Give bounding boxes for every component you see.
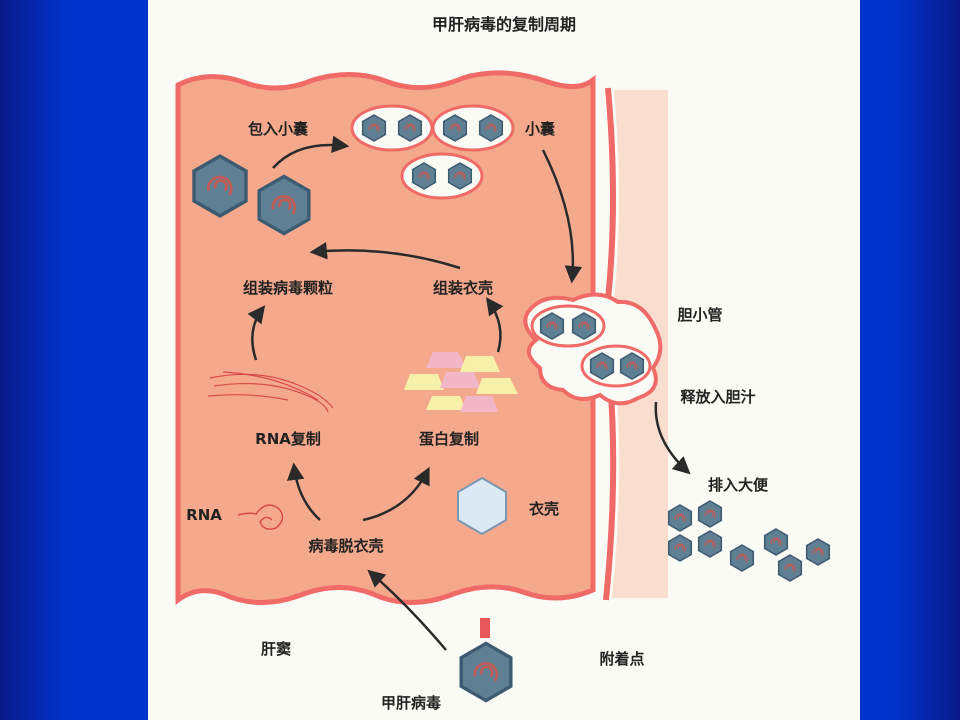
label-protein-replication: 蛋白复制: [419, 430, 479, 448]
virus-particle: [478, 114, 504, 142]
rna-coil-icon: [237, 504, 284, 530]
label-capsid: 衣壳: [529, 500, 559, 518]
capsid-hexagon: [457, 476, 507, 536]
label-assemble-capsid: 组装衣壳: [433, 279, 493, 297]
cycle-arrows: [247, 135, 691, 651]
hepatocyte-cell: [175, 70, 596, 606]
capsid-proteins: [404, 352, 518, 412]
arrow-capsid-to-particles: [309, 241, 461, 270]
virus-particle: [539, 312, 565, 340]
label-sinusoid: 肝窦: [261, 640, 291, 658]
arrow-entry-to-uncoat: [367, 569, 447, 651]
rna-strands: [207, 371, 334, 413]
label-bile-canaliculus: 胆小管: [677, 306, 722, 324]
assembled-virus-large-2: [257, 174, 311, 236]
arrow-rna-to-particles: [247, 305, 266, 361]
arrow-proteins-to-capsid: [485, 297, 504, 353]
virus-particle: [411, 162, 437, 190]
label-release-to-bile: 释放入胆汁: [680, 388, 755, 406]
label-excrete-feces: 排入大便: [708, 476, 769, 494]
hav-replication-diagram: 甲肝病毒的复制周期: [175, 15, 831, 712]
virus-particle: [447, 162, 473, 190]
label-rna-replication: RNA复制: [255, 430, 321, 448]
label-vesicle: 小囊: [525, 120, 556, 138]
virus-particle: [397, 114, 423, 142]
slide-panel: 甲肝病毒的复制周期: [148, 0, 860, 720]
label-rna: RNA: [186, 506, 222, 524]
assembled-virus-large-1: [192, 154, 248, 218]
arrow-uncoat-to-protein: [362, 466, 430, 522]
virus-particle: [442, 114, 468, 142]
arrow-uncoat-to-rna: [286, 462, 321, 521]
fecal-virus-cluster: [667, 500, 831, 582]
arrow-vesicle-to-canaliculus: [541, 149, 583, 284]
incoming-hav-virus: [459, 641, 513, 703]
arrow-release-to-feces: [654, 401, 691, 475]
attachment-receptor: [480, 618, 490, 638]
arrow-to-vesicle: [272, 135, 350, 169]
label-uncoating: 病毒脱衣壳: [308, 537, 383, 555]
label-attachment-point: 附着点: [599, 650, 644, 668]
diagram-title: 甲肝病毒的复制周期: [432, 15, 576, 34]
virus-particle: [571, 312, 597, 340]
virus-particle: [619, 352, 645, 380]
virus-particle: [361, 114, 387, 142]
label-vesicle-packaging: 包入小囊: [248, 120, 309, 138]
virus-particle: [589, 352, 615, 380]
label-assemble-particles: 组装病毒颗粒: [243, 279, 333, 297]
label-hav: 甲肝病毒: [381, 694, 441, 712]
